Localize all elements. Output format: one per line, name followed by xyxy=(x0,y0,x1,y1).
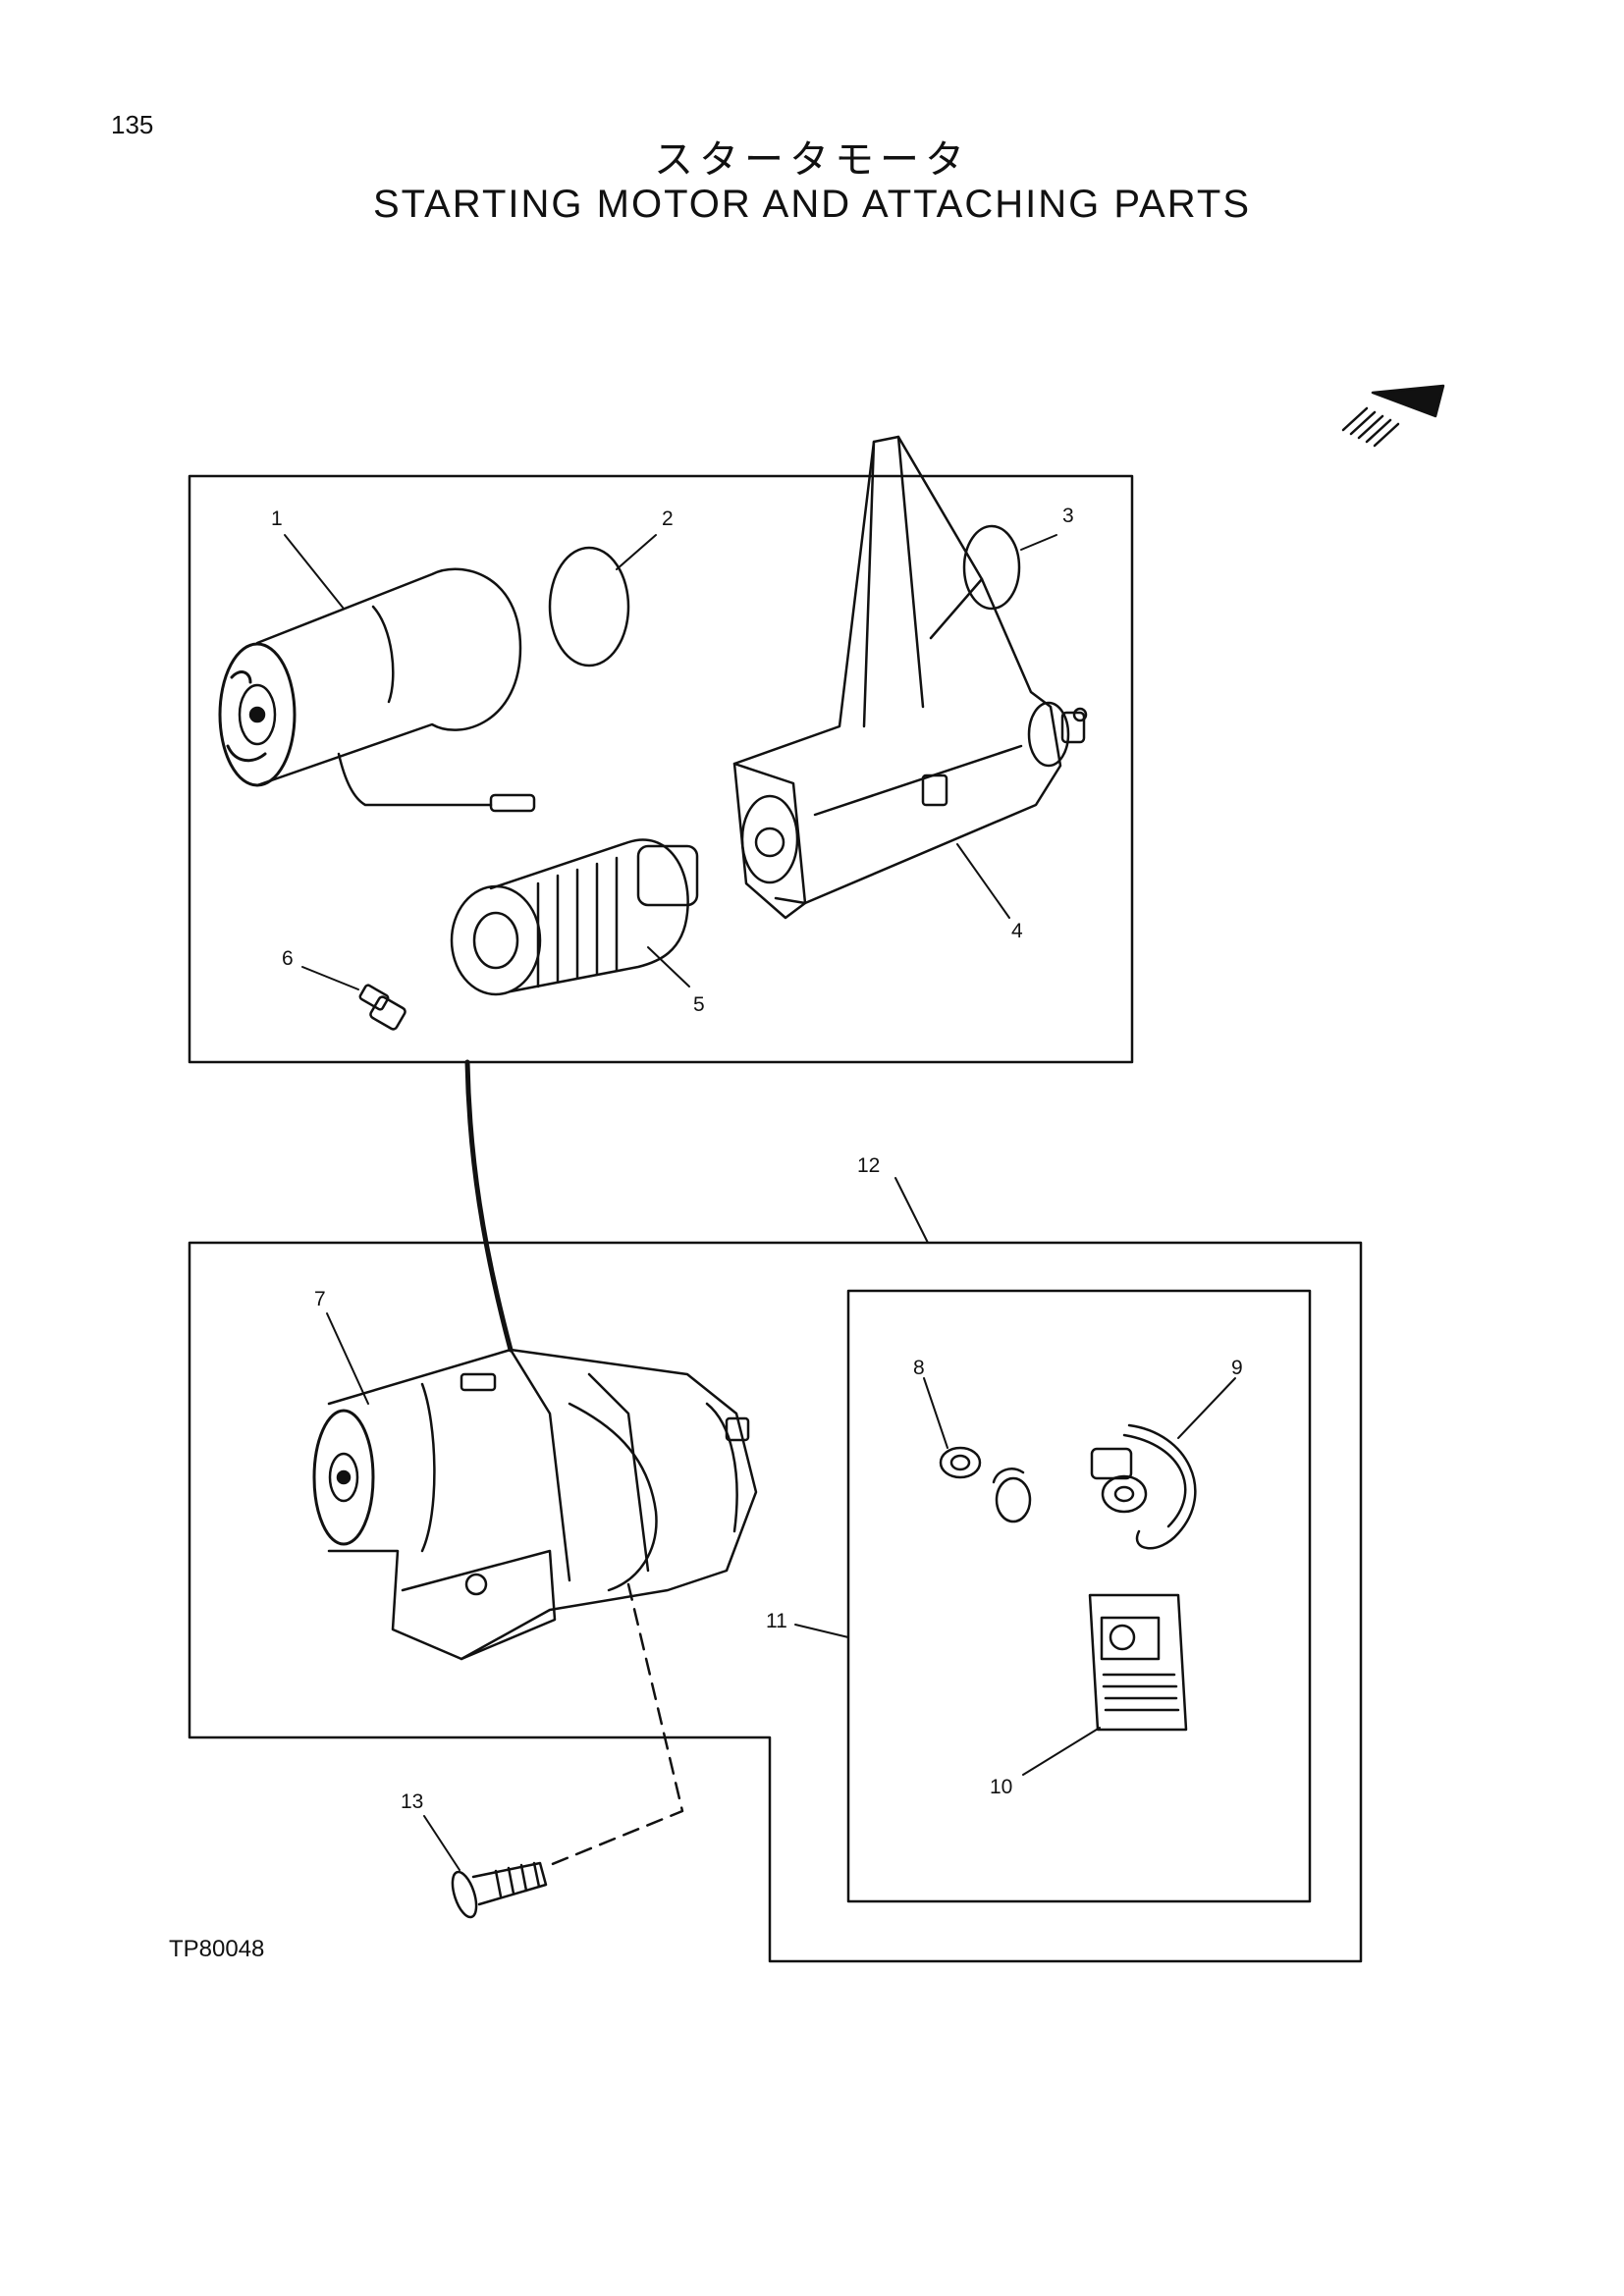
kit-frame xyxy=(846,1289,1312,1903)
page-title-japanese: スタータモータ xyxy=(654,137,970,183)
callout-11: 11 xyxy=(766,1610,787,1632)
assembly-frame xyxy=(188,1241,1363,1963)
page-number: 135 xyxy=(111,110,154,139)
callout-10: 10 xyxy=(990,1776,1012,1798)
callout-5: 5 xyxy=(693,993,705,1016)
part-2-o-ring xyxy=(548,546,630,667)
part-13-bolt xyxy=(451,1861,548,1919)
part-1-yoke-assembly xyxy=(218,567,536,813)
part-7-starting-motor-assembly xyxy=(312,1348,758,1661)
callout-leaders xyxy=(284,534,1236,1871)
callout-4: 4 xyxy=(1011,920,1023,942)
callout-7: 7 xyxy=(314,1288,326,1310)
callout-9: 9 xyxy=(1231,1357,1243,1379)
part-9-spring-clip xyxy=(1090,1423,1197,1550)
callout-2: 2 xyxy=(662,507,674,530)
figure-code: TP80048 xyxy=(169,1936,265,1962)
part-4-housing xyxy=(732,435,1088,920)
callout-12: 12 xyxy=(857,1154,880,1177)
part-5-pinion-clutch xyxy=(450,838,699,996)
callout-13: 13 xyxy=(401,1790,423,1813)
direction-arrow-icon xyxy=(1341,384,1445,448)
part-10-instruction-sheet xyxy=(1088,1593,1188,1732)
page-title-english: STARTING MOTOR AND ATTACHING PARTS xyxy=(372,183,1251,226)
part-3-o-ring xyxy=(962,524,1021,611)
callout-1: 1 xyxy=(271,507,283,530)
exploded-view-frame xyxy=(188,474,1134,1064)
callout-8: 8 xyxy=(913,1357,925,1379)
bolt-installation-guide-line xyxy=(548,1582,684,1867)
part-6-bolt xyxy=(358,984,406,1031)
callout-3: 3 xyxy=(1062,505,1074,527)
frame-connector-line xyxy=(464,1059,514,1353)
part-8-seal-set xyxy=(939,1446,1032,1523)
callout-6: 6 xyxy=(282,947,294,970)
